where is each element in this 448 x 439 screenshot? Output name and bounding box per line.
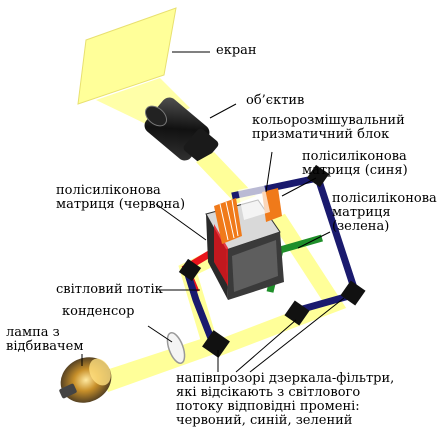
prism-block [205, 184, 284, 300]
label-screen: екран [216, 43, 257, 58]
mirror-2 [178, 258, 202, 282]
mirror-5 [306, 164, 330, 188]
mirror-4 [340, 280, 366, 306]
label-matrix-red-line: полісиліконова [56, 183, 161, 198]
label-matrix-blue-line: полісиліконова [302, 149, 407, 164]
lamp-with-reflector [59, 357, 112, 403]
label-mirrors-line: напівпрозорі дзеркала-фільтри, [176, 371, 395, 386]
screen [77, 7, 177, 105]
label-condenser: конденсор [62, 304, 135, 319]
label-prism-block-line: кольорозмішувальний [252, 113, 405, 128]
mirror-1 [202, 330, 230, 358]
pointer-lines [81, 51, 345, 373]
label-matrix-green: полісиліконова матриця (зелена) [332, 192, 437, 234]
label-matrix-green-line: полісиліконова [332, 191, 437, 206]
label-prism-block: кольорозмішувальний призматичний блок [252, 114, 405, 142]
label-mirrors-line: які відсікають з світлового [176, 385, 361, 400]
main-light-beam [100, 336, 220, 392]
label-matrix-red-line: матриця (червона) [56, 197, 186, 212]
label-lamp-line: лампа з [6, 325, 60, 340]
label-matrix-green-line: (зелена) [332, 219, 390, 234]
label-mirrors-line: червоний, синій, зелений [176, 413, 353, 428]
label-mirrors-line: потоку відповідні промені: [176, 399, 360, 414]
condenser [166, 332, 186, 364]
label-light-flux: світловий потік [56, 282, 163, 297]
blue-light-path [231, 173, 361, 316]
mirror-3 [284, 300, 310, 326]
label-lamp-line: відбивачем [6, 339, 84, 354]
label-matrix-red: полісиліконова матриця (червона) [56, 184, 185, 212]
label-matrix-blue-line: матриця (синя) [302, 163, 408, 178]
label-objective: об’єктив [246, 93, 305, 108]
label-mirrors: напівпрозорі дзеркала-фільтри, які відсі… [176, 372, 394, 428]
label-prism-block-line: призматичний блок [252, 127, 390, 142]
label-matrix-green-line: матриця [332, 205, 391, 220]
label-lamp: лампа з відбивачем [6, 326, 83, 354]
label-matrix-blue: полісиліконова матриця (синя) [302, 150, 408, 178]
